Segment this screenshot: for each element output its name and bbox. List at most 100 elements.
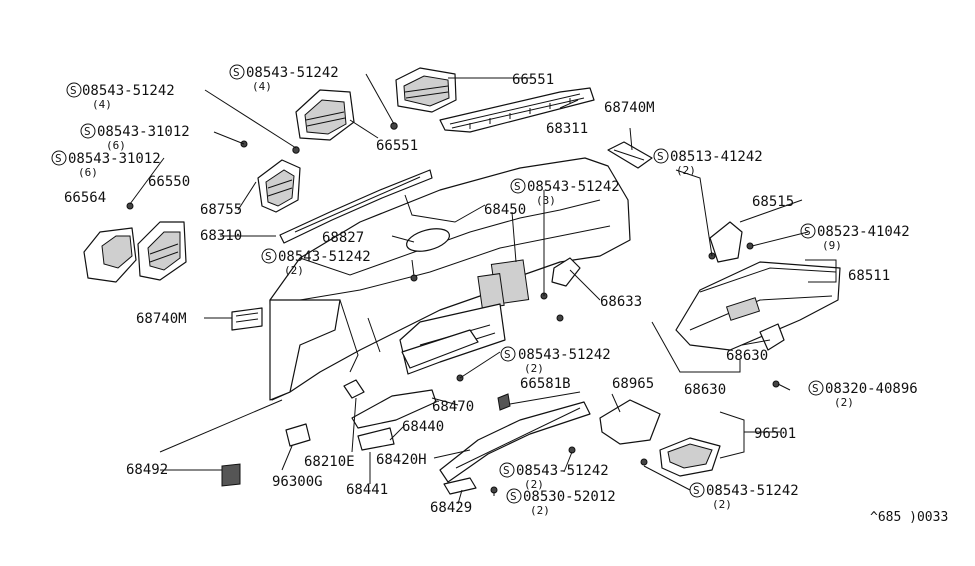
part-label-08530-52012: S 08530-52012 (2) — [506, 488, 616, 517]
defroster-grille-drawing — [439, 87, 595, 133]
leader-lines — [129, 73, 837, 505]
part-label-68440: 68440 — [402, 419, 444, 435]
part-label-68511: 68511 — [848, 268, 890, 284]
console-66581B-drawing — [439, 393, 591, 483]
part-label-66551-a: 66551 — [512, 72, 554, 88]
svg-text:08543-51242: 08543-51242 — [527, 179, 620, 195]
part-label-68515: 68515 — [752, 194, 794, 210]
part-label-68630-a: 68630 — [726, 348, 768, 364]
vent-68740M-left-drawing — [231, 307, 263, 331]
part-label-08543-51242-c: S 08543-51242 (3) — [510, 178, 620, 207]
part-label-66564: 66564 — [64, 190, 106, 206]
svg-text:08543-31012: 08543-31012 — [68, 151, 161, 167]
vent-68755-drawing — [257, 159, 301, 213]
panel-68440-drawing — [351, 389, 437, 429]
svg-text:S: S — [804, 225, 811, 238]
part-label-08513-41242: S 08513-41242 (2) — [653, 148, 763, 177]
svg-text:S: S — [693, 484, 700, 497]
svg-text:08543-51242: 08543-51242 — [518, 347, 611, 363]
svg-text:(2): (2) — [712, 498, 732, 511]
part-label-68470: 68470 — [432, 399, 474, 415]
top-strip-drawing — [279, 169, 433, 244]
svg-text:08543-51242: 08543-51242 — [246, 65, 339, 81]
ashtray-96501-drawing — [599, 399, 721, 477]
svg-text:S: S — [504, 348, 511, 361]
svg-text:(6): (6) — [78, 166, 98, 179]
part-label-68827: 68827 — [322, 230, 364, 246]
vent-68740M-top-drawing — [607, 141, 653, 169]
svg-text:S: S — [514, 180, 521, 193]
diagram-ref-code: ^685 )0033 — [870, 510, 948, 525]
instrument-panel-drawing — [269, 157, 631, 401]
svg-text:S: S — [510, 490, 517, 503]
plug-68429-drawing — [443, 477, 477, 495]
latch-68630-drawing — [759, 323, 785, 351]
part-label-08543-51242-b: S 08543-51242 (4) — [229, 64, 339, 93]
side-vent-center-drawing — [395, 67, 457, 113]
part-label-08320-40896: S 08320-40896 (2) — [808, 380, 918, 409]
svg-text:08543-31012: 08543-31012 — [97, 124, 190, 140]
part-label-68210E: 68210E — [304, 454, 355, 470]
svg-text:S: S — [70, 84, 77, 97]
svg-text:(2): (2) — [676, 164, 696, 177]
svg-text:(2): (2) — [524, 362, 544, 375]
svg-text:(3): (3) — [536, 194, 556, 207]
svg-text:S: S — [657, 150, 664, 163]
part-label-66551-b: 66551 — [376, 138, 418, 154]
glove-box-lid-drawing — [675, 261, 841, 351]
svg-text:S: S — [812, 382, 819, 395]
svg-text:08530-52012: 08530-52012 — [523, 489, 616, 505]
svg-text:08543-51242: 08543-51242 — [706, 483, 799, 499]
part-label-08543-31012-a: S 08543-31012 (6) — [80, 123, 190, 152]
svg-text:S: S — [233, 66, 240, 79]
part-labels: S 08543-51242 (4) S 08543-51242 (4) 6655… — [51, 64, 948, 525]
svg-text:S: S — [503, 464, 510, 477]
part-label-66550: 66550 — [148, 174, 190, 190]
svg-text:08320-40896: 08320-40896 — [825, 381, 918, 397]
part-label-68450: 68450 — [484, 202, 526, 218]
part-label-66581B: 66581B — [520, 376, 571, 392]
part-label-68429: 68429 — [430, 500, 472, 516]
svg-text:(2): (2) — [530, 504, 550, 517]
part-label-08543-51242-a: S 08543-51242 (4) — [66, 82, 175, 111]
svg-text:08543-51242: 08543-51242 — [278, 249, 371, 265]
svg-text:(2): (2) — [284, 264, 304, 277]
part-label-68420H: 68420H — [376, 452, 427, 468]
bracket-68515-drawing — [709, 221, 743, 263]
part-label-68755: 68755 — [200, 202, 242, 218]
part-drawings — [83, 67, 841, 495]
part-label-68740M-a: 68740M — [604, 100, 655, 116]
part-label-68630-b: 68630 — [684, 382, 726, 398]
svg-text:(6): (6) — [106, 139, 126, 152]
bracket-68633-drawing — [551, 257, 581, 287]
svg-text:08513-41242: 08513-41242 — [670, 149, 763, 165]
svg-text:(2): (2) — [834, 396, 854, 409]
svg-text:08523-41042: 08523-41042 — [817, 224, 910, 240]
part-label-96300G: 96300G — [272, 474, 323, 490]
svg-text:S: S — [55, 152, 62, 165]
part-label-08543-51242-e: S 08543-51242 (2) — [500, 346, 611, 375]
side-vent-upper-drawing — [295, 89, 355, 141]
cover-68827-drawing — [405, 228, 451, 252]
part-label-96501: 96501 — [754, 426, 796, 442]
part-label-68740M-b: 68740M — [136, 311, 187, 327]
left-vent-66564-drawing — [83, 227, 137, 283]
part-label-68310: 68310 — [200, 228, 242, 244]
svg-text:(4): (4) — [92, 98, 112, 111]
svg-text:S: S — [265, 250, 272, 263]
part-label-68311: 68311 — [546, 121, 588, 137]
svg-text:08543-51242: 08543-51242 — [516, 463, 609, 479]
svg-text:08543-51242: 08543-51242 — [82, 83, 175, 99]
panel-68441-drawing — [357, 427, 395, 451]
part-label-68441: 68441 — [346, 482, 388, 498]
screws — [126, 122, 780, 494]
part-label-08543-51242-g: S 08543-51242 (2) — [689, 482, 799, 511]
svg-text:(4): (4) — [252, 80, 272, 93]
part-label-08523-41042: S 08523-41042 (9) — [800, 223, 910, 252]
part-label-68633: 68633 — [600, 294, 642, 310]
svg-text:S: S — [84, 125, 91, 138]
part-label-08543-51242-d: S 08543-51242 (2) — [261, 248, 371, 277]
clip-68492-drawing — [221, 463, 241, 487]
left-vent-66550-drawing — [137, 221, 187, 281]
